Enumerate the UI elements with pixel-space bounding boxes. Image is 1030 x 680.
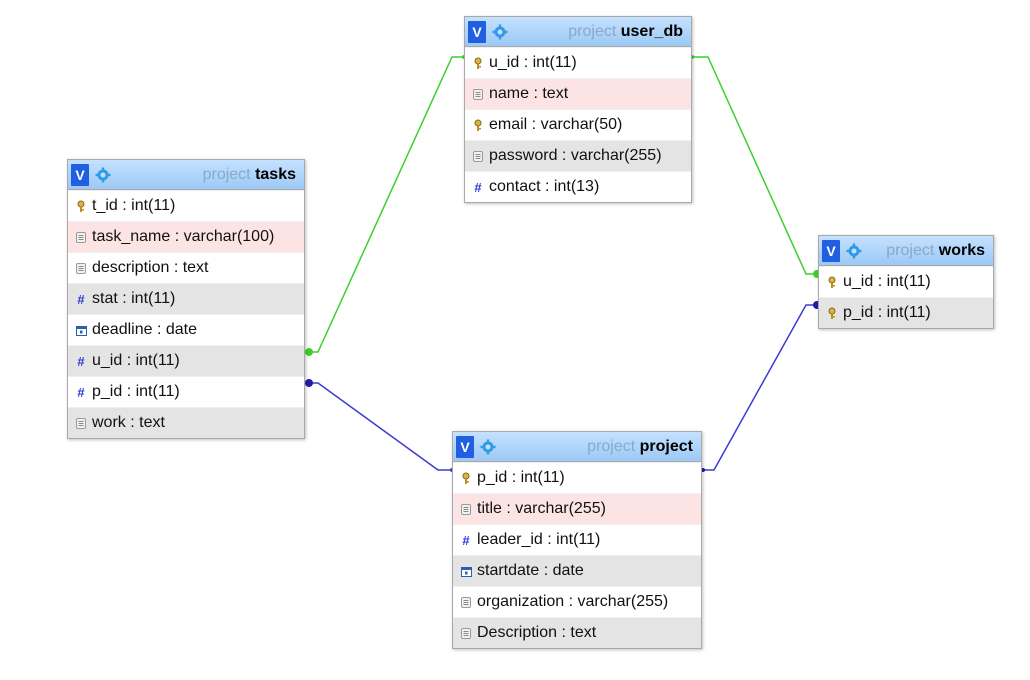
number-icon: # bbox=[462, 532, 470, 548]
column-row[interactable]: password : varchar(255) bbox=[465, 140, 691, 171]
database-name: project bbox=[202, 165, 251, 183]
number-icon: # bbox=[474, 179, 482, 195]
table-name: user_db bbox=[620, 22, 683, 40]
column-row[interactable]: # p_id : int(11) bbox=[68, 376, 304, 407]
column-label: p_id : int(11) bbox=[92, 383, 180, 400]
number-icon: # bbox=[77, 291, 85, 307]
column-row[interactable]: # u_id : int(11) bbox=[68, 345, 304, 376]
toggle-columns-icon[interactable]: V bbox=[822, 239, 840, 262]
key-icon bbox=[74, 200, 88, 213]
column-label: t_id : int(11) bbox=[92, 197, 176, 214]
database-name: project bbox=[568, 22, 617, 40]
column-label: leader_id : int(11) bbox=[477, 531, 601, 548]
text-icon bbox=[74, 417, 88, 429]
column-row[interactable]: # leader_id : int(11) bbox=[453, 524, 701, 555]
column-row[interactable]: name : text bbox=[465, 78, 691, 109]
relation-tasks-user_db bbox=[305, 55, 466, 356]
column-label: deadline : date bbox=[92, 321, 197, 338]
column-row[interactable]: # stat : int(11) bbox=[68, 283, 304, 314]
column-label: u_id : int(11) bbox=[92, 352, 180, 369]
toggle-columns-icon[interactable]: V bbox=[71, 163, 89, 186]
column-label: email : varchar(50) bbox=[489, 116, 623, 133]
text-icon bbox=[74, 231, 88, 243]
gear-icon[interactable] bbox=[846, 243, 862, 259]
column-row[interactable]: title : varchar(255) bbox=[453, 493, 701, 524]
column-label: p_id : int(11) bbox=[477, 469, 565, 486]
column-row[interactable]: startdate : date bbox=[453, 555, 701, 586]
column-row[interactable]: task_name : varchar(100) bbox=[68, 221, 304, 252]
key-icon bbox=[471, 119, 485, 132]
column-label: work : text bbox=[92, 414, 165, 431]
column-row[interactable]: work : text bbox=[68, 407, 304, 438]
text-icon bbox=[459, 627, 473, 639]
column-row[interactable]: deadline : date bbox=[68, 314, 304, 345]
key-icon bbox=[825, 307, 839, 320]
table-name: works bbox=[938, 241, 985, 259]
table-title: project project bbox=[496, 438, 701, 456]
database-name: project bbox=[886, 241, 935, 259]
column-row[interactable]: u_id : int(11) bbox=[819, 266, 993, 297]
column-label: stat : int(11) bbox=[92, 290, 176, 307]
gear-icon[interactable] bbox=[95, 167, 111, 183]
column-label: u_id : int(11) bbox=[843, 273, 931, 290]
table-name: tasks bbox=[255, 165, 296, 183]
toggle-columns-icon[interactable]: V bbox=[468, 20, 486, 43]
column-row[interactable]: description : text bbox=[68, 252, 304, 283]
table-name: project bbox=[639, 437, 693, 455]
column-label: task_name : varchar(100) bbox=[92, 228, 275, 245]
text-icon bbox=[74, 262, 88, 274]
column-row[interactable]: # contact : int(13) bbox=[465, 171, 691, 202]
column-label: u_id : int(11) bbox=[489, 54, 577, 71]
number-icon: # bbox=[77, 384, 85, 400]
toggle-columns-icon[interactable]: V bbox=[456, 435, 474, 458]
database-name: project bbox=[587, 437, 636, 455]
text-icon bbox=[471, 150, 485, 162]
column-label: name : text bbox=[489, 85, 569, 102]
table-title: project tasks bbox=[111, 166, 304, 184]
column-row[interactable]: p_id : int(11) bbox=[819, 297, 993, 328]
text-icon bbox=[471, 88, 485, 100]
column-label: startdate : date bbox=[477, 562, 584, 579]
column-label: description : text bbox=[92, 259, 209, 276]
gear-icon[interactable] bbox=[492, 24, 508, 40]
relation-project-works bbox=[700, 301, 821, 472]
column-label: title : varchar(255) bbox=[477, 500, 606, 517]
text-icon bbox=[459, 503, 473, 515]
key-icon bbox=[825, 276, 839, 289]
table-title: project works bbox=[862, 242, 993, 260]
number-icon: # bbox=[77, 353, 85, 369]
date-icon bbox=[74, 325, 88, 336]
date-icon bbox=[459, 566, 473, 577]
gear-icon[interactable] bbox=[480, 439, 496, 455]
relation-user_db-works bbox=[690, 55, 821, 278]
column-label: p_id : int(11) bbox=[843, 304, 931, 321]
column-label: organization : varchar(255) bbox=[477, 593, 669, 610]
key-icon bbox=[471, 57, 485, 70]
relation-tasks-project bbox=[305, 379, 454, 472]
column-row[interactable]: Description : text bbox=[453, 617, 701, 648]
column-row[interactable]: organization : varchar(255) bbox=[453, 586, 701, 617]
column-row[interactable]: t_id : int(11) bbox=[68, 190, 304, 221]
column-label: password : varchar(255) bbox=[489, 147, 662, 164]
column-row[interactable]: u_id : int(11) bbox=[465, 47, 691, 78]
column-row[interactable]: email : varchar(50) bbox=[465, 109, 691, 140]
column-label: Description : text bbox=[477, 624, 597, 641]
column-label: contact : int(13) bbox=[489, 178, 600, 195]
column-row[interactable]: p_id : int(11) bbox=[453, 462, 701, 493]
table-title: project user_db bbox=[508, 23, 691, 41]
key-icon bbox=[459, 472, 473, 485]
text-icon bbox=[459, 596, 473, 608]
